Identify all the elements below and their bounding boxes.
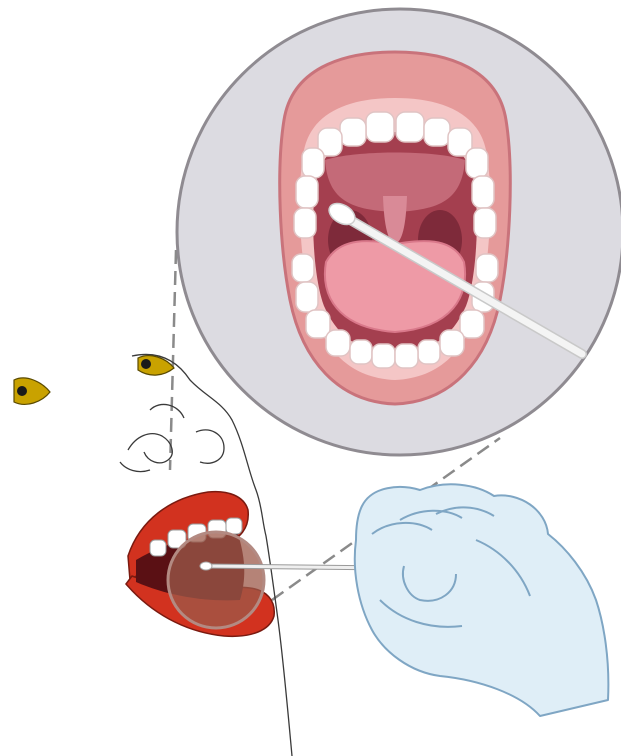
- gloved-hand: [355, 484, 609, 716]
- eye-left: [14, 378, 50, 404]
- eye-right: [138, 356, 174, 375]
- magnifier-lens: [168, 532, 264, 628]
